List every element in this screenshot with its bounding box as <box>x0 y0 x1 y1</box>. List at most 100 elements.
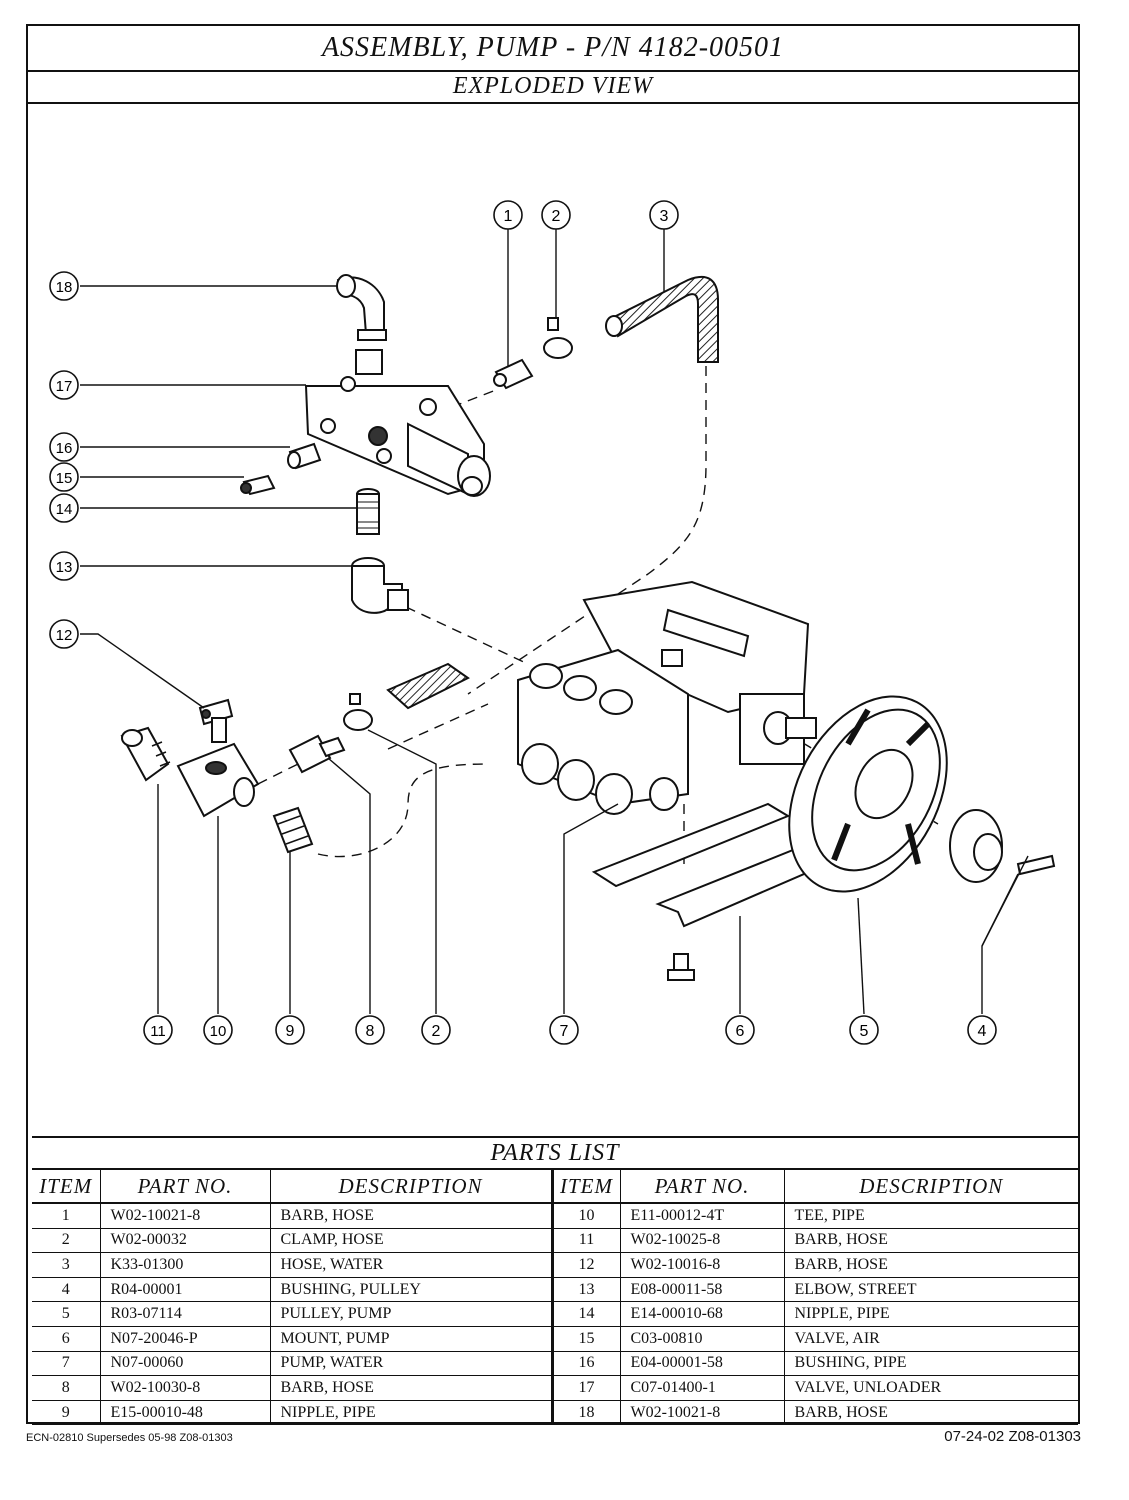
svg-text:17: 17 <box>56 378 73 395</box>
callout-17: 17 <box>49 370 79 400</box>
description-cell: BARB, HOSE <box>270 1375 554 1401</box>
part-13-street-elbow <box>351 557 409 614</box>
part-3-water-hose <box>386 275 719 710</box>
description-cell: BARB, HOSE <box>784 1252 1078 1278</box>
part-15-air-valve <box>240 474 276 496</box>
column-header-part-no: PART NO. <box>100 1170 271 1204</box>
part-no-cell: C03-00810 <box>620 1326 785 1352</box>
table-row: 2 W02-00032 CLAMP, HOSE 11 W02-10025-8 B… <box>32 1228 1078 1254</box>
footer-date-code: 07-24-02 Z08-01303 <box>944 1428 1081 1445</box>
part-no-cell: E11-00012-4T <box>620 1203 785 1229</box>
exploded-view-drawing: 1 2 3 18 17 16 <box>49 200 1056 1045</box>
description-cell: MOUNT, PUMP <box>270 1326 554 1352</box>
description-cell: HOSE, WATER <box>270 1252 554 1278</box>
parts-table-header-row: ITEM PART NO. DESCRIPTION ITEM PART NO. … <box>32 1170 1078 1204</box>
svg-text:11: 11 <box>150 1023 166 1040</box>
svg-text:6: 6 <box>736 1023 745 1040</box>
svg-text:2: 2 <box>552 208 561 225</box>
part-18-elbow-barb <box>336 274 387 341</box>
part-no-cell: W02-00032 <box>100 1228 271 1254</box>
callout-18: 18 <box>49 271 79 301</box>
svg-text:4: 4 <box>978 1023 987 1040</box>
item-cell: 6 <box>32 1326 101 1352</box>
footer-ecn-note: ECN-02810 Supersedes 05-98 Z08-01303 <box>26 1432 233 1444</box>
callout-14: 14 <box>49 493 79 523</box>
part-no-cell: W02-10030-8 <box>100 1375 271 1401</box>
item-cell: 12 <box>552 1252 621 1278</box>
svg-text:14: 14 <box>56 501 73 518</box>
item-cell: 15 <box>552 1326 621 1352</box>
part-no-cell: W02-10016-8 <box>620 1252 785 1278</box>
description-cell: BUSHING, PIPE <box>784 1351 1078 1377</box>
callout-1: 1 <box>493 200 523 230</box>
parts-list-heading: PARTS LIST <box>32 1136 1078 1170</box>
description-cell: PUMP, WATER <box>270 1351 554 1377</box>
callout-16: 16 <box>49 432 79 462</box>
description-cell: ELBOW, STREET <box>784 1277 1078 1303</box>
part-12-hose-barb <box>198 698 234 743</box>
table-row: 7 N07-00060 PUMP, WATER 16 E04-00001-58 … <box>32 1351 1078 1377</box>
table-row: 8 W02-10030-8 BARB, HOSE 17 C07-01400-1 … <box>32 1375 1078 1401</box>
part-4-pulley-bushing <box>949 809 1056 883</box>
part-no-cell: R03-07114 <box>100 1301 271 1327</box>
part-no-cell: N07-20046-P <box>100 1326 271 1352</box>
part-8-hose-barb <box>288 734 346 774</box>
svg-text:16: 16 <box>56 440 73 457</box>
item-cell: 13 <box>552 1277 621 1303</box>
table-row: 5 R03-07114 PULLEY, PUMP 14 E14-00010-68… <box>32 1301 1078 1327</box>
part-17-unloader-valve <box>304 349 491 497</box>
part-6-pump-mount <box>591 802 806 981</box>
callout-9: 9 <box>275 1015 305 1045</box>
part-no-cell: E04-00001-58 <box>620 1351 785 1377</box>
description-cell: BARB, HOSE <box>270 1203 554 1229</box>
svg-text:12: 12 <box>56 627 73 644</box>
part-16-bushing <box>287 442 322 470</box>
callout-11: 11 <box>143 1015 173 1045</box>
part-7-water-pump <box>517 580 817 815</box>
item-cell: 3 <box>32 1252 101 1278</box>
table-row: 3 K33-01300 HOSE, WATER 12 W02-10016-8 B… <box>32 1252 1078 1278</box>
column-header-description: DESCRIPTION <box>270 1170 554 1204</box>
part-no-cell: K33-01300 <box>100 1252 271 1278</box>
item-cell: 18 <box>552 1400 621 1426</box>
callout-8: 8 <box>355 1015 385 1045</box>
parts-list: PARTS LIST ITEM PART NO. DESCRIPTION ITE… <box>32 1136 1078 1426</box>
callout-2-top: 2 <box>541 200 571 230</box>
description-cell: NIPPLE, PIPE <box>270 1400 554 1426</box>
callout-3: 3 <box>649 200 679 230</box>
svg-text:3: 3 <box>660 208 669 225</box>
description-cell: VALVE, AIR <box>784 1326 1078 1352</box>
part-no-cell: W02-10021-8 <box>620 1400 785 1426</box>
description-cell: VALVE, UNLOADER <box>784 1375 1078 1401</box>
part-11-hose-barb <box>120 726 171 782</box>
item-cell: 10 <box>552 1203 621 1229</box>
parts-table: ITEM PART NO. DESCRIPTION ITEM PART NO. … <box>32 1170 1078 1426</box>
svg-text:5: 5 <box>860 1023 869 1040</box>
description-cell: TEE, PIPE <box>784 1203 1078 1229</box>
item-cell: 1 <box>32 1203 101 1229</box>
part-no-cell: E15-00010-48 <box>100 1400 271 1426</box>
svg-text:1: 1 <box>504 208 513 225</box>
table-row: 6 N07-20046-P MOUNT, PUMP 15 C03-00810 V… <box>32 1326 1078 1352</box>
document-frame: ASSEMBLY, PUMP - P/N 4182-00501 EXPLODED… <box>26 24 1080 1426</box>
item-cell: 11 <box>552 1228 621 1254</box>
part-2-hose-clamp-lower <box>343 693 373 731</box>
column-header-part-no: PART NO. <box>620 1170 785 1204</box>
column-header-item: ITEM <box>32 1170 101 1204</box>
part-no-cell: W02-10021-8 <box>100 1203 271 1229</box>
callout-5: 5 <box>849 1015 879 1045</box>
leader-lines <box>80 229 1029 1015</box>
part-10-pipe-tee <box>176 742 260 818</box>
callout-2-bottom: 2 <box>421 1015 451 1045</box>
table-row: 1 W02-10021-8 BARB, HOSE 10 E11-00012-4T… <box>32 1203 1078 1229</box>
callout-10: 10 <box>203 1015 233 1045</box>
part-no-cell: E14-00010-68 <box>620 1301 785 1327</box>
item-cell: 9 <box>32 1400 101 1426</box>
callout-7: 7 <box>549 1015 579 1045</box>
description-cell: BARB, HOSE <box>784 1228 1078 1254</box>
item-cell: 7 <box>32 1351 101 1377</box>
callout-6: 6 <box>725 1015 755 1045</box>
table-row: 9 E15-00010-48 NIPPLE, PIPE 18 W02-10021… <box>32 1400 1078 1426</box>
part-2-hose-clamp-upper <box>543 317 573 359</box>
part-no-cell: C07-01400-1 <box>620 1375 785 1401</box>
